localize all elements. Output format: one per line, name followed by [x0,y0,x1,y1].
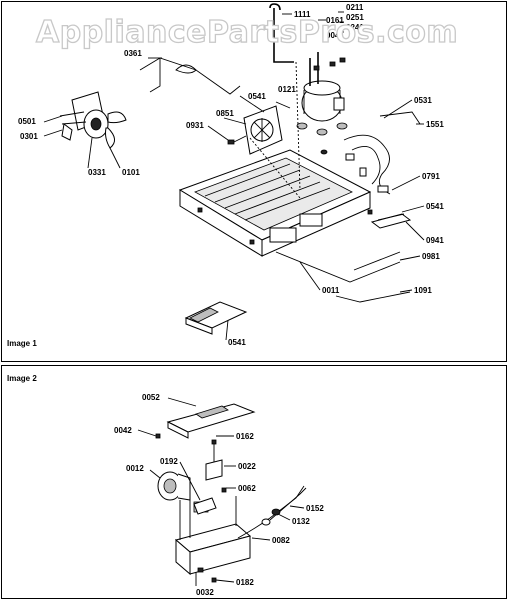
label-0022: 0022 [238,462,256,471]
label-0241: 0241 [346,23,364,32]
wire-harness-1551 [343,111,421,195]
label-0211: 0211 [346,3,364,12]
image2-frame [1,365,507,599]
label-1091: 1091 [414,286,432,295]
base-tray [178,149,372,257]
label-0791: 0791 [422,172,440,181]
label-0541-bottom: 0541 [228,338,246,347]
image2-title: Image 2 [7,374,37,383]
label-0052: 0052 [142,393,160,402]
label-0981: 0981 [422,252,440,261]
screw-0931 [227,135,247,145]
fan-shroud [243,105,283,155]
label-0851: 0851 [216,109,234,118]
motor-0012 [157,471,191,501]
cover-plate-0052 [155,403,256,439]
label-0152: 0152 [306,504,324,513]
image1-title: Image 1 [7,339,37,348]
housing-0032 [174,496,252,576]
component-0022 [205,439,223,481]
label-0062: 0062 [238,484,256,493]
wire-harness-0361 [139,57,241,95]
electrical-box [184,301,248,335]
label-0192: 0192 [160,457,178,466]
drain-tube [275,251,411,303]
screw-0182 [211,577,217,583]
image1-diagram: 1111 0161 0211 0251 0241 0041 0361 0541 … [18,3,444,347]
bracket-0941 [367,209,412,229]
label-0042: 0042 [114,426,132,435]
compressor [296,52,348,155]
label-0931: 0931 [186,121,204,130]
condenser-tube [269,3,294,63]
label-0541-right: 0541 [426,202,444,211]
label-0501: 0501 [18,117,36,126]
label-0101: 0101 [122,168,140,177]
label-0251: 0251 [346,13,364,22]
label-0011: 0011 [322,286,340,295]
cable-assembly [237,485,307,539]
label-0082: 0082 [272,536,290,545]
fan-motor-assembly [59,91,127,149]
label-0541-top: 0541 [248,92,266,101]
label-0361: 0361 [124,49,142,58]
label-0012: 0012 [126,464,144,473]
label-0941: 0941 [426,236,444,245]
label-0032: 0032 [196,588,214,597]
watermark: AppliancePartsPros.com [36,15,458,50]
label-0331: 0331 [88,168,106,177]
label-0182: 0182 [236,578,254,587]
label-0162: 0162 [236,432,254,441]
label-0041: 0041 [326,31,344,40]
label-1551: 1551 [426,120,444,129]
label-0531: 0531 [414,96,432,105]
label-1111: 1111 [294,10,311,19]
label-0132: 0132 [292,517,310,526]
screw-0062 [221,487,227,493]
image1-frame [1,1,507,362]
label-0121: 0121 [278,85,296,94]
image2-diagram: 0052 0042 0162 0012 0192 0022 0062 0152 … [114,393,324,597]
label-0161: 0161 [326,16,344,25]
part-0192 [193,497,217,515]
label-0301: 0301 [20,132,38,141]
